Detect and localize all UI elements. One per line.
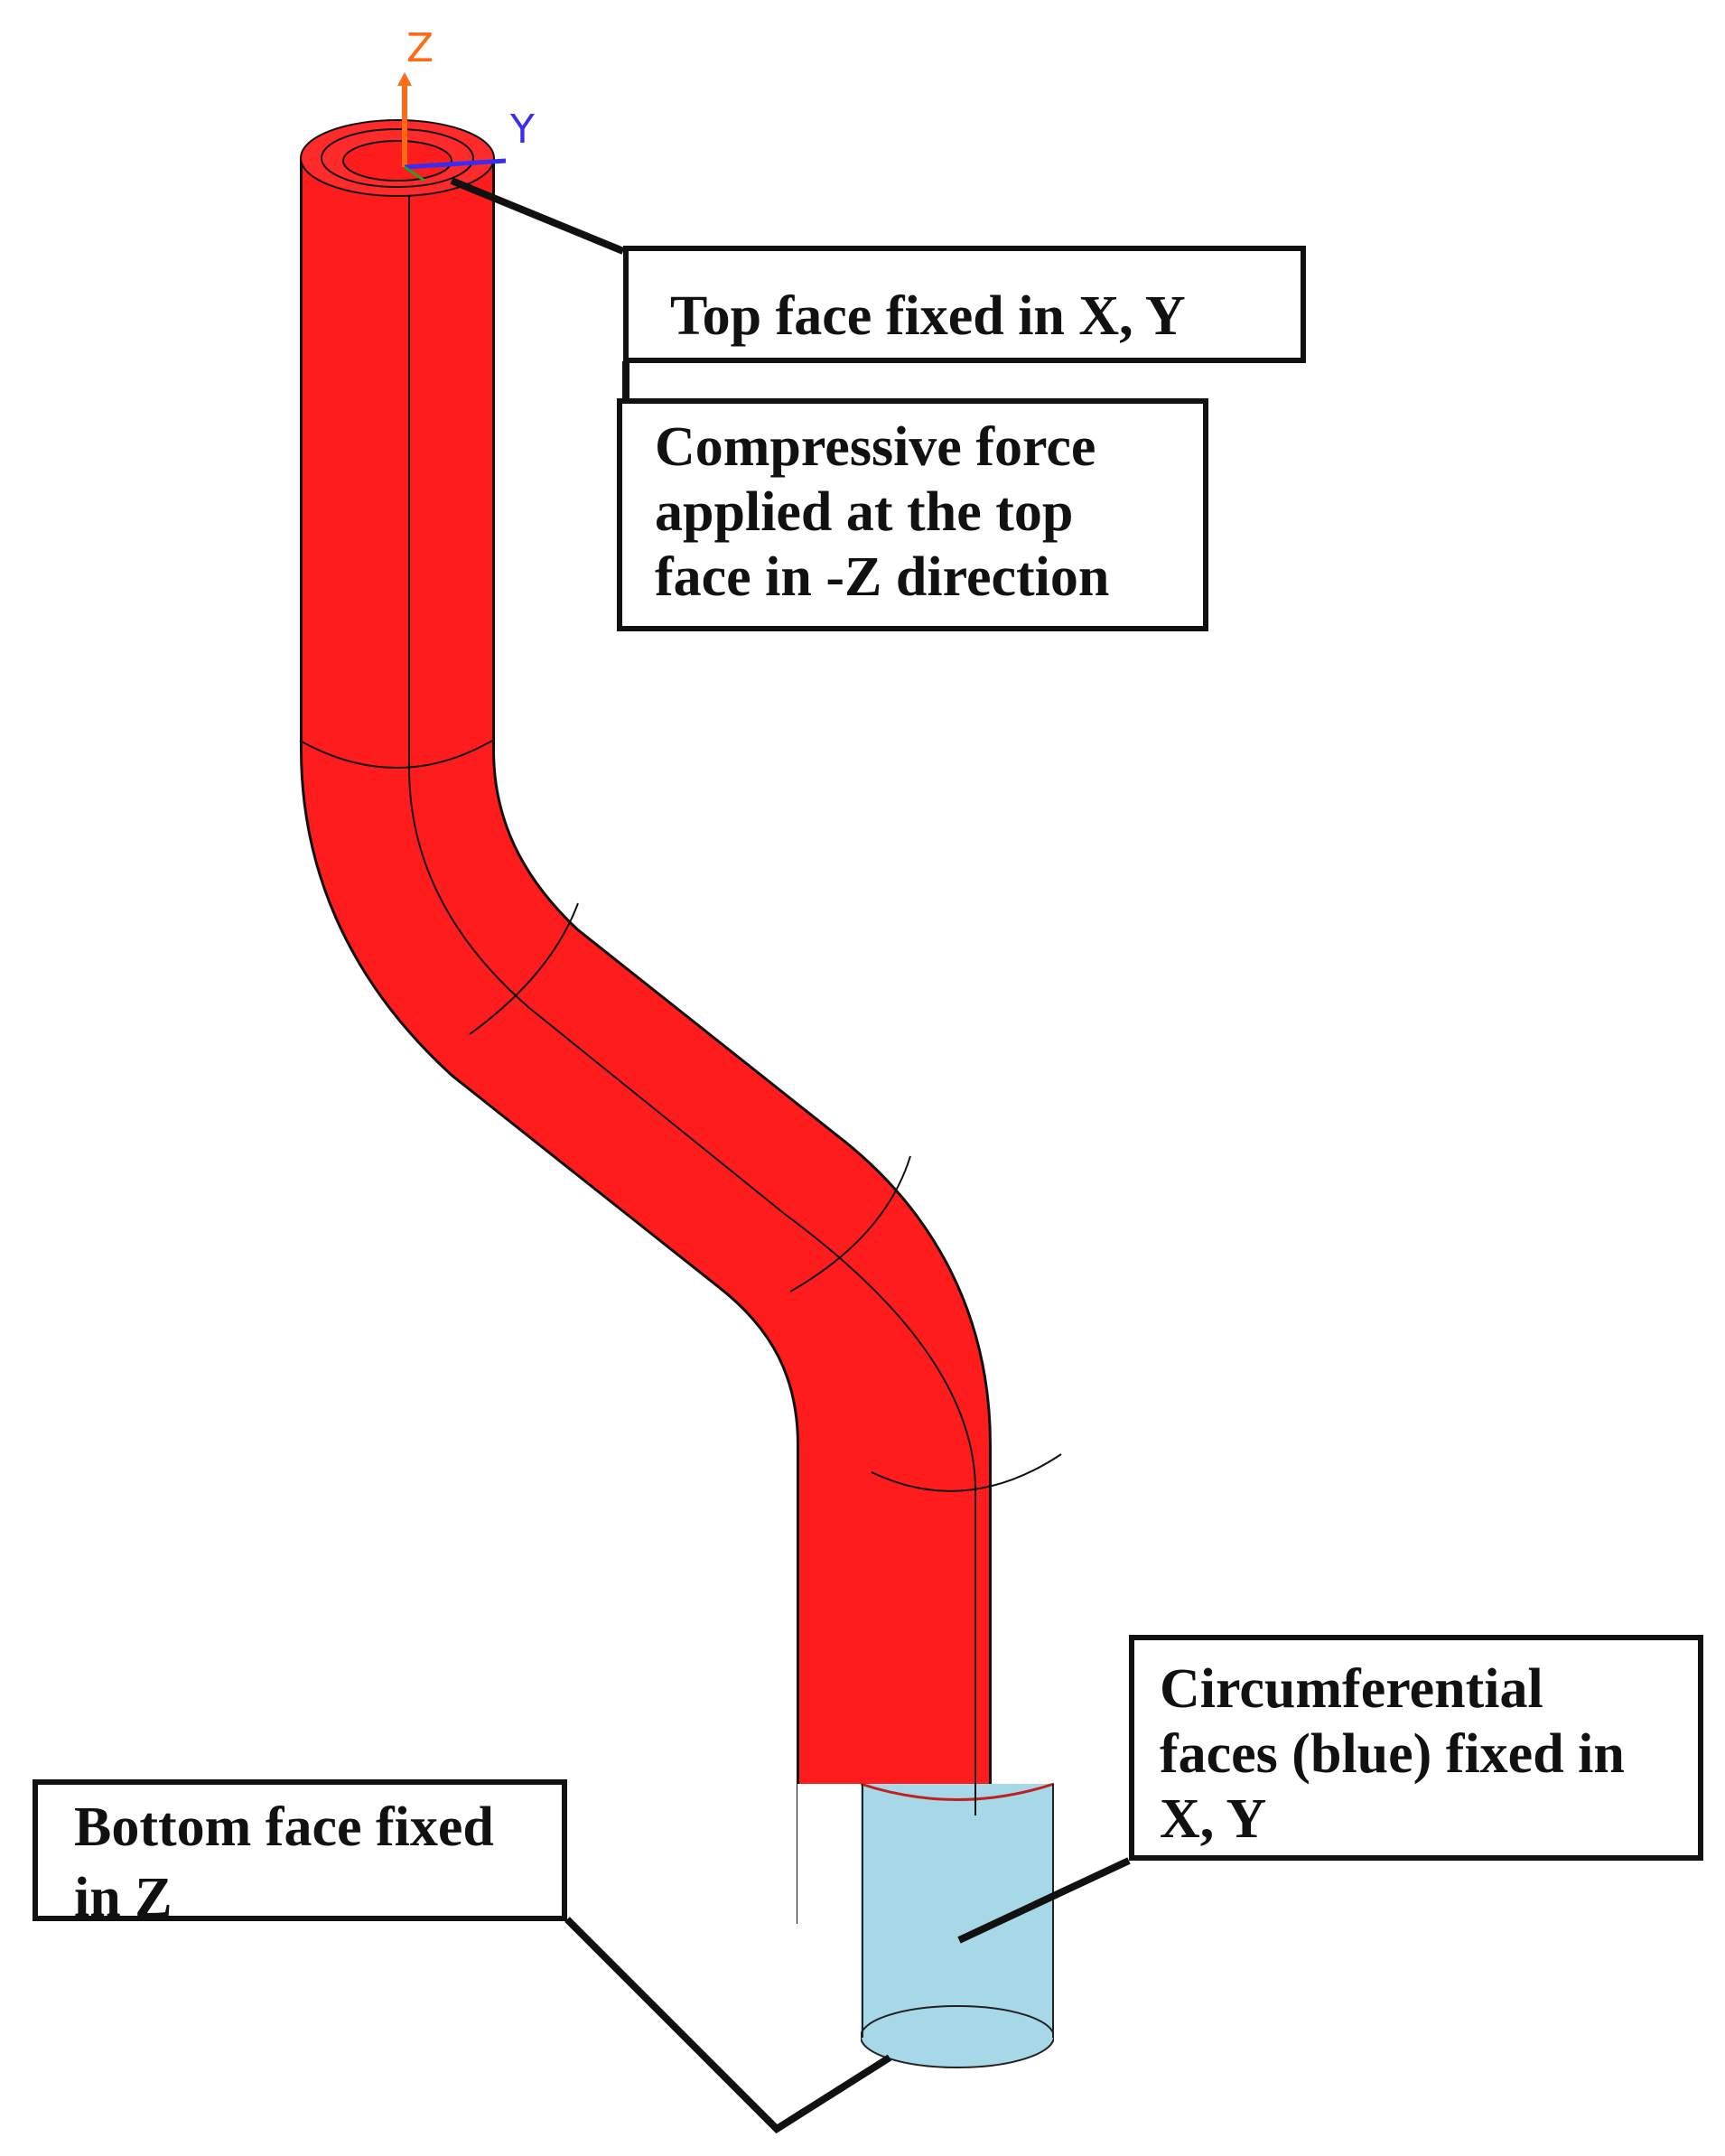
section-ring bbox=[299, 740, 493, 769]
leader-bottom bbox=[564, 1917, 892, 2134]
y-axis-label: Y bbox=[509, 107, 535, 153]
mask-right bbox=[1054, 1784, 1090, 2055]
fixed-blue-section bbox=[860, 1782, 1055, 2068]
z-axis-label: Z bbox=[406, 25, 434, 71]
callout-circumferential-faces: Circumferential faces (blue) fixed in X,… bbox=[1129, 1635, 1703, 1861]
leader-lines bbox=[450, 177, 1131, 2134]
pipe-body bbox=[300, 158, 992, 1924]
x-axis-arrow bbox=[404, 165, 425, 182]
leader-circumferential bbox=[957, 1857, 1131, 1944]
y-axis-arrow bbox=[404, 158, 507, 170]
section-ring bbox=[871, 1453, 1062, 1492]
callout-compressive-force: Compressive force applied at the top fac… bbox=[617, 398, 1208, 631]
section-ring bbox=[789, 1155, 911, 1293]
section-ring bbox=[469, 902, 579, 1035]
pipe-fill bbox=[303, 158, 989, 1924]
axis-triad: Z Y bbox=[397, 25, 535, 182]
top-face bbox=[300, 119, 495, 197]
pipe-seam-line bbox=[408, 158, 976, 1815]
callout-top-face-fixed: Top face fixed in X, Y bbox=[623, 246, 1306, 363]
mask-left bbox=[797, 1784, 861, 2055]
callout-bottom-face-fixed: Bottom face fixed in Z bbox=[33, 1779, 567, 1928]
leader-top-face bbox=[450, 177, 625, 255]
